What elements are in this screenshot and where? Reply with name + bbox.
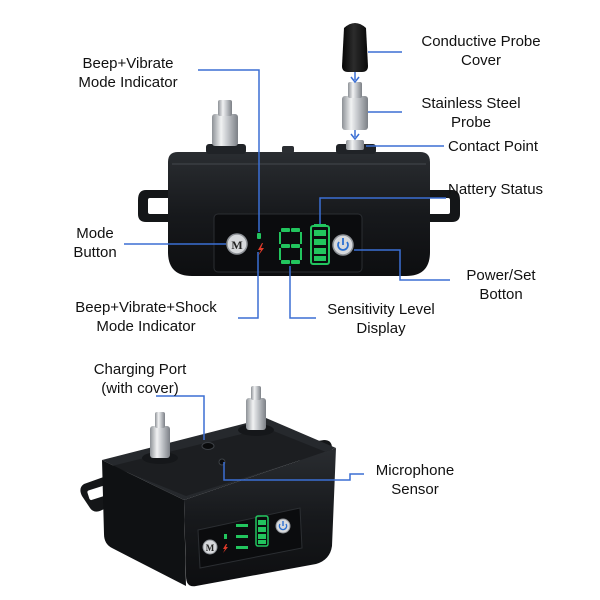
vibrate-mode-led bbox=[257, 233, 261, 239]
probe-left bbox=[212, 100, 238, 146]
battery-status-display bbox=[310, 224, 330, 265]
bottom-battery-display bbox=[255, 515, 269, 547]
label-battery-status: Nattery Status bbox=[448, 181, 544, 198]
bottom-side-face bbox=[102, 460, 186, 586]
receiver-angled-view: M bbox=[80, 386, 336, 587]
label-contact-point: Contact Point bbox=[448, 138, 539, 155]
bottom-probe-right bbox=[238, 386, 274, 436]
conductive-probe-cover bbox=[342, 23, 368, 72]
leader-lines-top bbox=[124, 51, 450, 319]
top-button bbox=[282, 146, 294, 153]
stainless-steel-probe bbox=[342, 82, 368, 130]
power-set-button bbox=[332, 234, 354, 256]
charging-port-cover bbox=[201, 442, 215, 450]
bottom-mode-button-letter: M bbox=[206, 543, 215, 553]
shock-mode-led bbox=[258, 243, 264, 256]
mode-button-letter: M bbox=[231, 238, 242, 252]
power-icon bbox=[337, 241, 349, 251]
receiver-front-view: M bbox=[138, 23, 460, 276]
bottom-probe-left bbox=[142, 412, 178, 464]
bottom-sensitivity-display bbox=[236, 524, 248, 549]
leader-lines-bottom bbox=[156, 395, 364, 481]
bottom-mode-button bbox=[202, 539, 218, 555]
sensitivity-level-display bbox=[279, 228, 302, 264]
label-charging-port: Charging Port(with cover) bbox=[93, 361, 187, 397]
mode-button: M bbox=[226, 233, 248, 255]
contact-point bbox=[346, 140, 364, 150]
